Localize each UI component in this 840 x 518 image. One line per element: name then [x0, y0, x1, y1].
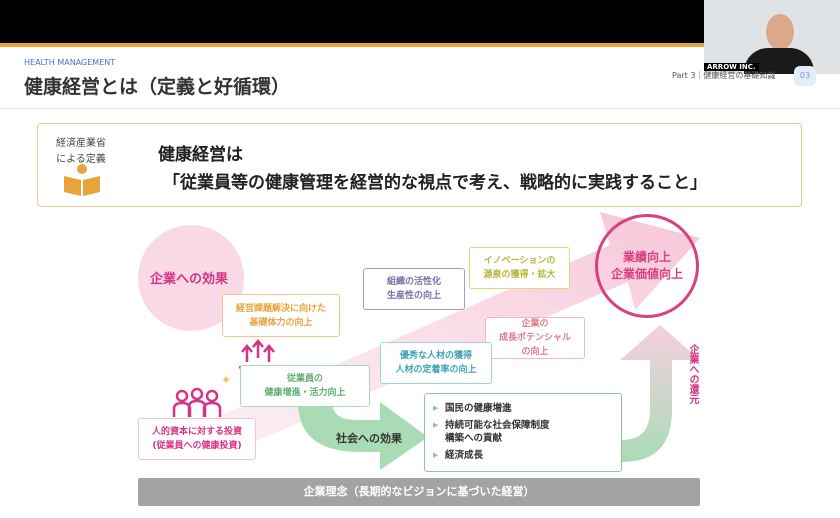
goal-circle: 業績向上 企業価値向上: [595, 214, 699, 318]
definition-quote: 「従業員等の健康管理を経営的な視点で考え、戦略的に実践すること」: [163, 173, 707, 193]
webcam-label: ARROW INC.: [704, 63, 759, 71]
society-box: 国民の健康増進 持続可能な社会保障制度 構築への貢献 経済成長: [424, 393, 622, 472]
growth-box: 企業の 成長ポテンシャル の向上: [485, 317, 585, 359]
page-title: 健康経営とは（定義と好循環）: [24, 76, 291, 98]
part-label: Part 3｜健康経営の基礎知識: [672, 71, 776, 80]
employee-box: 従業員の 健康増進・活力向上: [240, 365, 370, 407]
company-effect-label: 企業への効果: [150, 272, 229, 287]
talent-box: 優秀な人材の獲得 人材の定着率の向上: [380, 342, 492, 384]
people-icon: [172, 387, 222, 417]
webcam-overlay: ARROW INC.: [704, 0, 840, 74]
definition-box: 経済産業省 による定義 健康経営は 「従業員等の健康管理を経営的な視点で考え、戦…: [37, 123, 802, 207]
book-reader-icon: [64, 164, 100, 196]
innovation-box: イノベーションの 源泉の獲得・拡大: [469, 247, 570, 289]
sparkle-icon: ✦: [221, 373, 231, 387]
corporate-philosophy-bar: 企業理念（長期的なビジョンに基づいた経営）: [138, 478, 700, 506]
society-arrow: [298, 402, 428, 470]
page-badge: 03: [794, 66, 816, 86]
return-label: 企業への還元: [687, 344, 698, 404]
accent-line: [0, 43, 840, 47]
investment-box: 人的資本に対する投資 (従業員への健康投資): [138, 418, 256, 460]
presenter-head: [766, 14, 794, 50]
return-arrow: [620, 325, 700, 462]
definition-heading: 健康経営は: [158, 145, 243, 165]
section-kicker: HEALTH MANAGEMENT: [24, 58, 116, 67]
society-effect-label: 社会への効果: [336, 432, 402, 445]
header-divider: [0, 108, 840, 109]
organization-box: 組織の活性化 生産性の向上: [363, 268, 465, 310]
video-top-bar: [0, 0, 840, 43]
society-item: 持続可能な社会保障制度 構築への貢献: [433, 419, 621, 445]
society-item: 経済成長: [433, 449, 621, 462]
definition-source: 経済産業省 による定義: [56, 138, 106, 165]
society-item: 国民の健康増進: [433, 402, 621, 415]
foundation-box: 経営課題解決に向けた 基礎体力の向上: [222, 294, 340, 337]
